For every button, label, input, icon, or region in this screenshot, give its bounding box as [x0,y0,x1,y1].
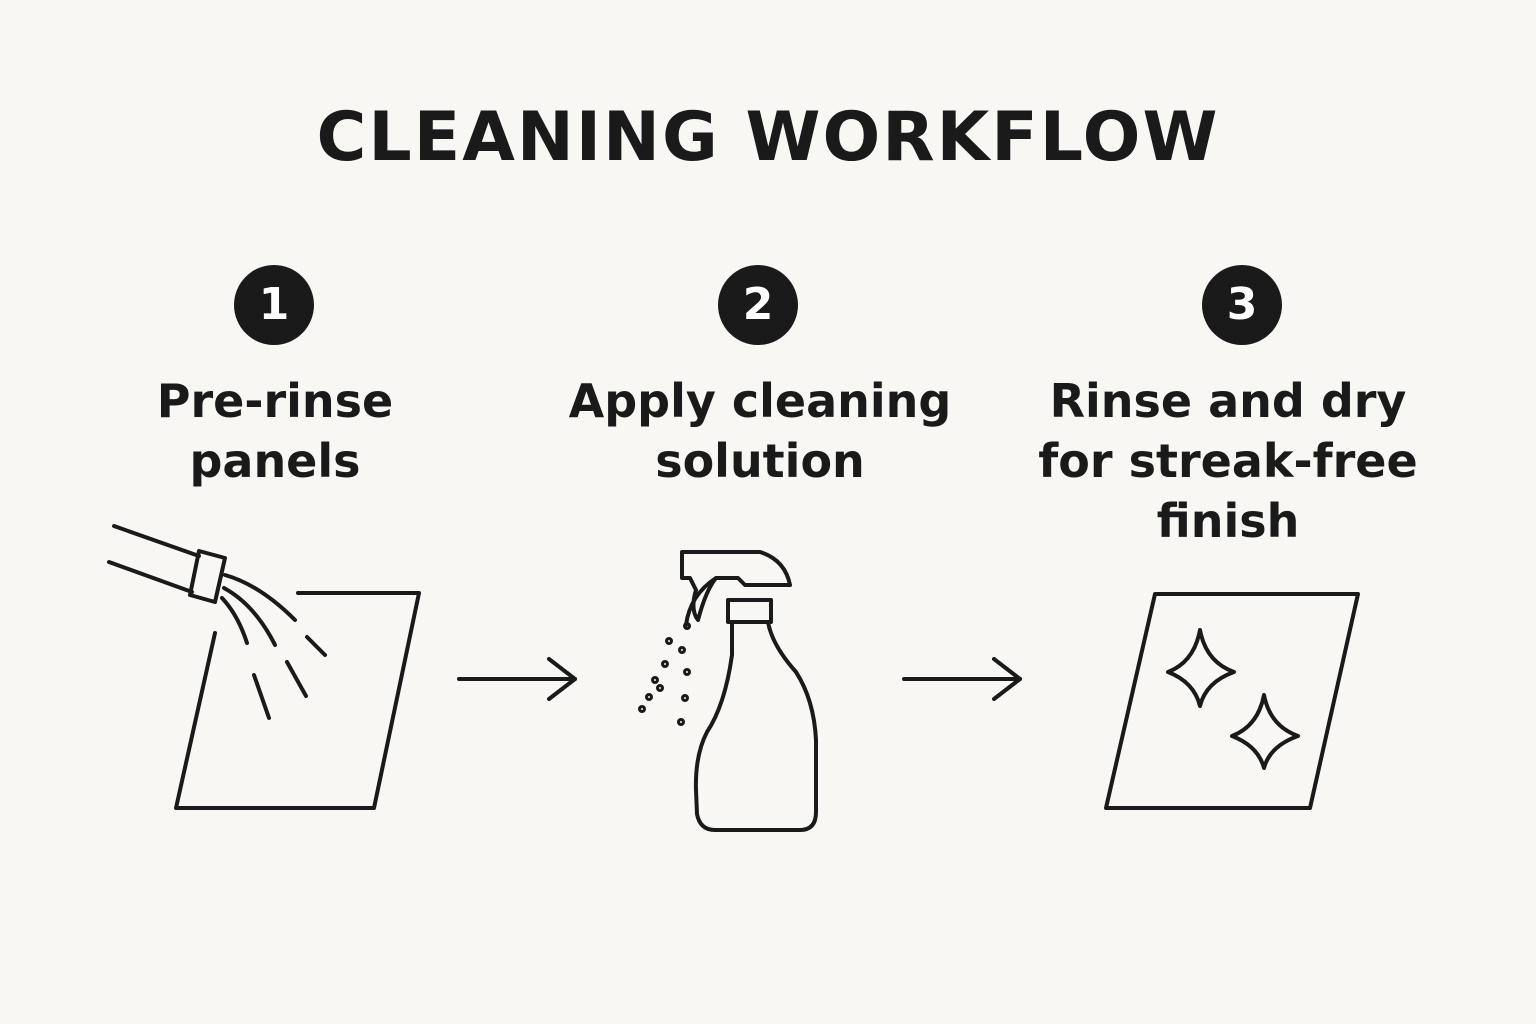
step-3-label: Rinse and dry for streak-free finish [1028,371,1428,551]
step-1-label-line-1: Pre-rinse [156,374,394,428]
diagram-title: CLEANING WORKFLOW [316,98,1220,177]
step-2-number-badge: 2 [718,265,798,345]
step-2-label-line-1: Apply cleaning [568,374,952,428]
step-3-number-badge: 3 [1202,265,1282,345]
step-2-label: Apply cleaning solution [540,371,980,491]
step-1-label: Pre-rinse panels [105,371,445,491]
step-1-number-badge: 1 [234,265,314,345]
step-3-label-line-2: for streak-free [1038,434,1418,488]
step-3-label-line-3: finish [1156,494,1300,548]
step-3-label-line-1: Rinse and dry [1049,374,1407,428]
step-2-label-line-2: solution [655,434,865,488]
step-1-label-line-2: panels [189,434,361,488]
